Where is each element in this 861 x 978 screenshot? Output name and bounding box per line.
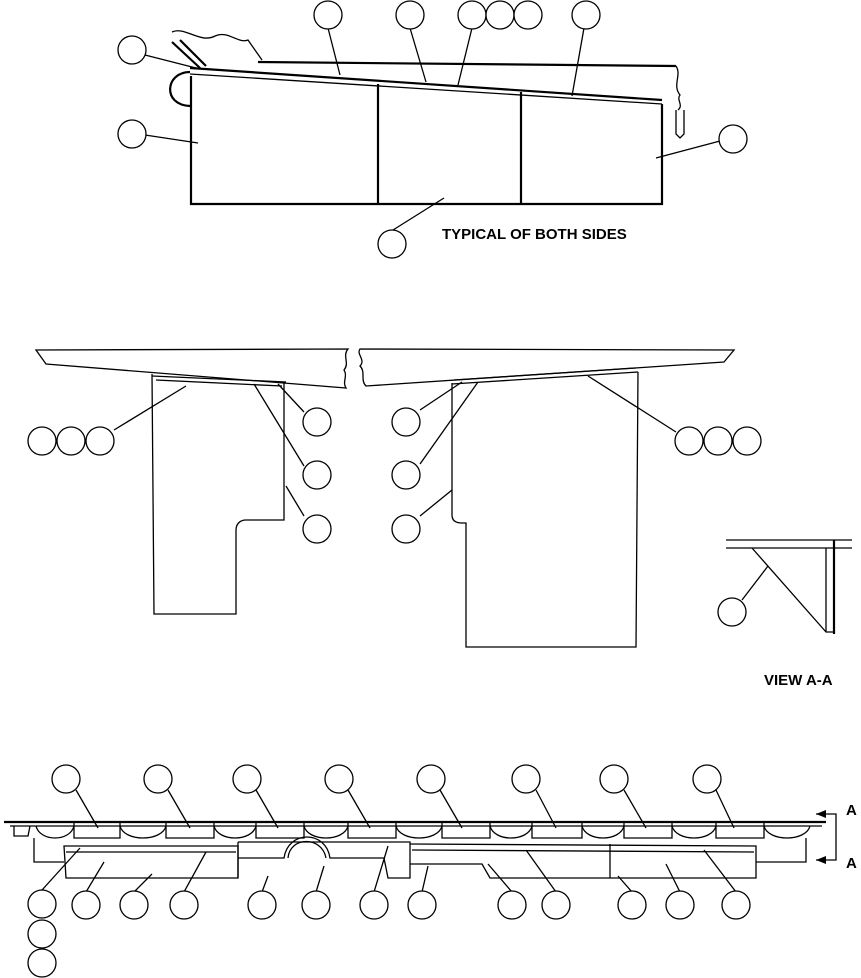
callout-43 — [541, 890, 571, 920]
lower-strip-3 — [409, 843, 757, 879]
panel-outline — [189, 76, 664, 206]
section-arrow-bottom — [816, 856, 826, 864]
callout-28 — [416, 764, 446, 794]
callout-38 — [247, 890, 277, 920]
callout-22 — [732, 426, 762, 456]
view-aa-top — [726, 539, 852, 549]
callout-18 — [391, 460, 421, 490]
bottom-view: A A — [4, 764, 857, 978]
view-aa-leader — [741, 565, 769, 601]
callout-8 — [571, 0, 601, 30]
section-arrow-top — [816, 810, 826, 818]
callout-1 — [117, 35, 147, 65]
leaders-top — [144, 27, 721, 231]
lower-strip — [63, 845, 239, 879]
view-aa-brace — [751, 547, 834, 633]
handle-strip — [171, 41, 201, 69]
callout-39 — [301, 890, 331, 920]
callout-36 — [119, 890, 149, 920]
typical-note: TYPICAL OF BOTH SIDES — [442, 226, 627, 243]
left-panel — [151, 373, 285, 615]
callout-32 — [27, 889, 57, 919]
callout-10 — [377, 229, 407, 259]
right-panel-top — [451, 367, 639, 385]
callout-14 — [302, 407, 332, 437]
callout-3 — [313, 0, 343, 30]
callout-46 — [721, 890, 751, 920]
callout-20 — [674, 426, 704, 456]
callout-9 — [718, 124, 748, 154]
callout-2 — [117, 119, 147, 149]
hook — [169, 70, 191, 108]
torn-edge — [171, 30, 263, 61]
callout-21 — [703, 426, 733, 456]
callout-24 — [51, 764, 81, 794]
scallops — [13, 825, 811, 839]
lower-outline — [33, 838, 807, 878]
rail-right-break — [675, 65, 681, 111]
handle-strip-2 — [179, 39, 207, 67]
callout-19 — [391, 514, 421, 544]
callout-44 — [617, 890, 647, 920]
section-label-top: A — [846, 802, 857, 819]
right-bracket — [675, 110, 685, 139]
middle-view — [27, 348, 762, 648]
callout-25 — [143, 764, 173, 794]
left-tray — [34, 348, 350, 389]
callout-23 — [717, 597, 747, 627]
callout-31 — [692, 764, 722, 794]
top-view: TYPICAL OF BOTH SIDES — [117, 0, 748, 259]
top-rail — [257, 60, 677, 68]
callout-34 — [27, 948, 57, 978]
left-panel-top — [151, 375, 287, 387]
callout-4 — [395, 0, 425, 30]
callout-35 — [71, 890, 101, 920]
callout-29 — [511, 764, 541, 794]
callout-42 — [497, 890, 527, 920]
callout-30 — [599, 764, 629, 794]
callout-37 — [169, 890, 199, 920]
callout-12 — [56, 426, 86, 456]
callout-26 — [232, 764, 262, 794]
section-label-bottom: A — [846, 855, 857, 872]
clips — [73, 822, 765, 839]
right-tray — [358, 348, 736, 387]
callout-27 — [324, 764, 354, 794]
callout-45 — [665, 890, 695, 920]
view-label: VIEW A-A — [764, 672, 833, 689]
callout-15 — [302, 460, 332, 490]
callout-17 — [391, 407, 421, 437]
leaders-mid-left — [113, 383, 305, 517]
callout-6 — [485, 0, 515, 30]
callout-7 — [513, 0, 543, 30]
leaders-bottom-lower — [41, 845, 737, 893]
callout-16 — [302, 514, 332, 544]
callout-13 — [85, 426, 115, 456]
callout-33 — [27, 919, 57, 949]
leaders-mid-right — [419, 375, 677, 517]
callout-11 — [27, 426, 57, 456]
lower-strip-2 — [238, 836, 411, 879]
callout-40 — [359, 890, 389, 920]
lower-arch — [287, 841, 327, 859]
right-panel — [451, 371, 639, 648]
callout-5 — [457, 0, 487, 30]
callout-41 — [407, 890, 437, 920]
view-a-a: VIEW A-A — [717, 539, 852, 689]
sloped-tray-bottom — [189, 73, 663, 105]
sloped-tray-top — [189, 66, 663, 102]
leaders-bottom-top — [75, 789, 735, 829]
